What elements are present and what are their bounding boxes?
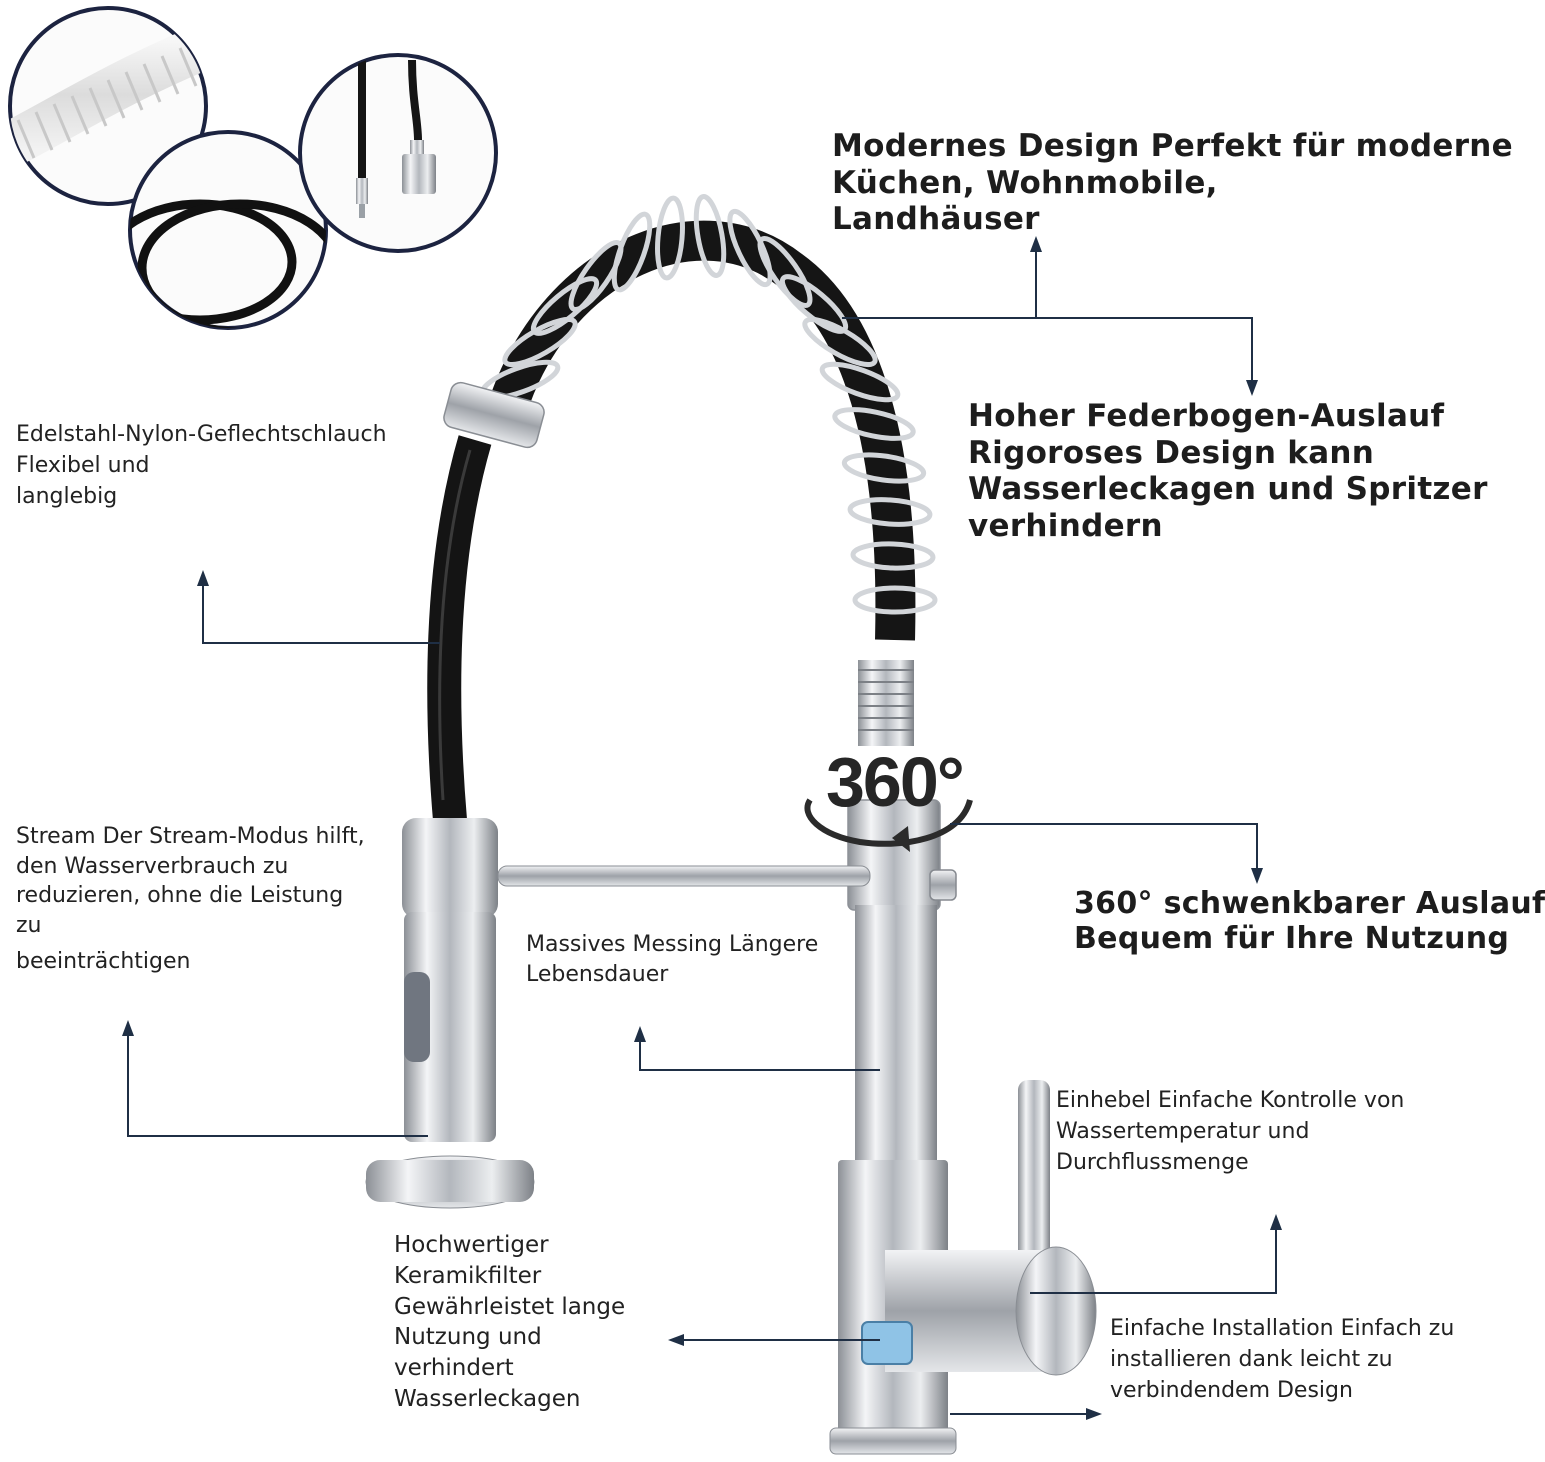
detail-circle-hose-coil bbox=[128, 130, 328, 330]
faucet bbox=[365, 194, 1097, 1455]
feature-swivel-label: 360° schwenkbarer Auslauf Bequem für Ihr… bbox=[1074, 886, 1545, 957]
faucet-illustration bbox=[8, 6, 1282, 1455]
feature-lever-label: Einhebel Einfache Kontrolle von Wasserte… bbox=[1056, 1088, 1405, 1175]
feature-brass-label: Massives Messing Längere Lebensdauer bbox=[526, 932, 819, 987]
feature-ceramic-label: Hochwertiger Keramikfilter Gewährleistet… bbox=[394, 1232, 626, 1413]
feature-hose-label: Edelstahl-Nylon-Geflechtschlauch Flexibe… bbox=[16, 422, 387, 509]
detail-circle-inner-tube bbox=[8, 6, 208, 206]
feature-stream-label: Stream Der Stream-Modus hilft, den Wasse… bbox=[16, 824, 365, 974]
swivel-360-badge: 360° bbox=[826, 743, 965, 821]
detail-circle-connectors bbox=[298, 53, 498, 253]
feature-spout-label: Hoher Federbogen-Auslauf Rigoroses Desig… bbox=[968, 398, 1488, 544]
feature-design-label: Modernes Design Perfekt für moderne Küch… bbox=[832, 128, 1513, 238]
feature-install-label: Einfache Installation Einfach zu install… bbox=[1110, 1316, 1455, 1403]
callout-lines bbox=[127, 250, 1277, 1415]
callout-arrowheads bbox=[122, 236, 1282, 1420]
